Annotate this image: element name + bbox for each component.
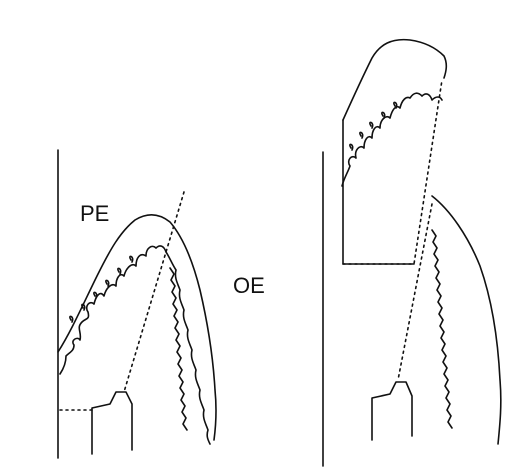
left-tooth-bud bbox=[92, 392, 132, 454]
right-tooth-bud bbox=[372, 382, 412, 440]
label-oe: OE bbox=[233, 275, 265, 297]
left-inner-wavy-contour bbox=[60, 246, 210, 444]
left-dentin-zigzag bbox=[170, 268, 187, 430]
right-dotted-diagonal bbox=[398, 204, 432, 380]
right-stalk-outline bbox=[343, 120, 414, 264]
left-outer-crown-contour bbox=[58, 215, 216, 440]
label-pe: PE bbox=[80, 203, 109, 225]
right-dotted-top bbox=[343, 80, 442, 264]
right-lower-inner-wavy bbox=[432, 230, 452, 428]
right-tooth bbox=[323, 40, 501, 466]
left-tooth bbox=[58, 150, 216, 458]
right-top-wavy-contour bbox=[342, 93, 442, 186]
right-top-loops bbox=[350, 102, 397, 150]
